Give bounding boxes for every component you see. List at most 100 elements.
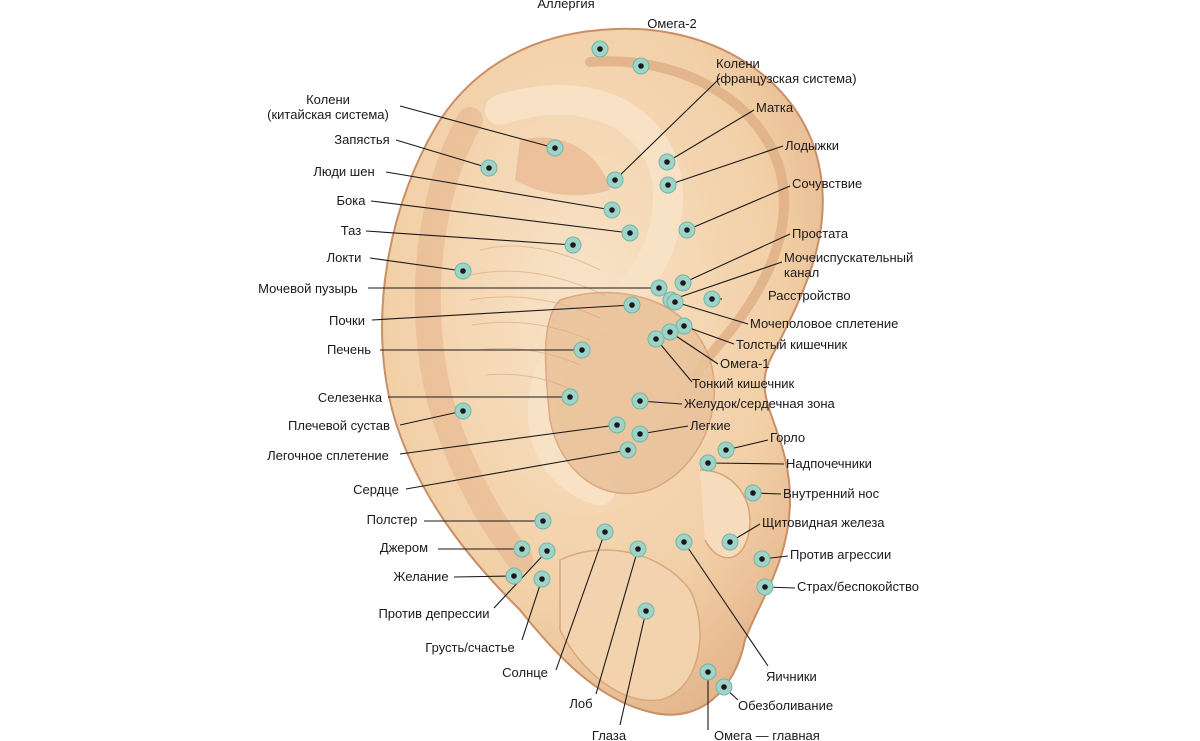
acupoint-core-genito [672,299,678,305]
label-line-knees_fr-1: (французская система) [716,71,857,86]
acupoint-core-knees_cn [552,145,558,151]
acupoint-core-upset [709,296,715,302]
leader-shen_men [385,171,613,211]
leader-ankles [667,145,784,186]
leader-omega1 [669,331,719,365]
leader-pelvis [365,230,574,246]
leader-urethra [670,261,783,301]
label-line-knees_cn-1: (китайская система) [267,107,389,122]
label-kidneys: Почки [329,313,365,328]
acupoint-core-heart [625,447,631,453]
acupoint-core-bladder [656,285,662,291]
label-omega1: Омега-1 [720,356,770,371]
leader-wrists [395,139,490,169]
leader-sun [555,531,606,671]
acupoint-core-anti_depr [544,548,550,554]
acupoint-core-lungs [637,431,643,437]
acupoint-core-uterus [664,159,670,165]
ear-illustration [381,27,824,716]
label-liver: Печень [327,342,371,357]
acupoint-core-prostate [680,280,686,286]
leader-eyes [619,610,647,726]
acupoint-core-polster [540,518,546,524]
label-line-urethra-0: Мочеиспускательный [784,250,913,265]
acupoint-core-kidneys [629,302,635,308]
label-eyes: Глаза [592,728,627,741]
ear-striations [469,245,606,391]
acupoint-core-colon [681,323,687,329]
leader-sides [370,200,631,234]
acupoint-core-analgesia [721,684,727,690]
label-heart: Сердце [353,482,399,497]
label-shoulder: Плечевой сустав [288,418,390,433]
label-analgesia: Обезболивание [738,698,833,713]
acupoint-core-forehead [635,546,641,552]
scapha [414,107,533,573]
label-genito: Мочеполовое сплетение [750,316,898,331]
acupoint-core-small_int [653,336,659,342]
leader-desire [453,575,515,578]
label-sides: Бока [337,193,367,208]
helix-fold [585,56,789,385]
acupoint-core-sad_happy [539,576,545,582]
acupoint-core-eyes [643,608,649,614]
label-wrists: Запястья [334,132,389,147]
leader-sympathy [686,185,791,231]
label-elbows: Локти [327,250,362,265]
label-omega_main: Омега — главная [714,728,820,741]
label-shen_men: Люди шен [313,164,374,179]
acupoint-core-omega2 [638,63,644,69]
leader-shoulder [399,410,464,426]
acupoint-core-sun [602,529,608,535]
leader-uterus [666,109,755,163]
acupoint-core-throat [723,447,729,453]
label-thyroid: Щитовидная железа [762,515,885,530]
leader-knees_fr [614,77,721,181]
leader-adrenals [707,462,785,465]
label-throat: Горло [770,430,805,445]
leader-colon [683,325,735,345]
leader-prostate [682,233,791,284]
label-pelvis: Таз [341,223,361,238]
leader-kidneys [371,304,633,321]
label-sad_happy: Грусть/счастье [425,640,514,655]
label-inner_nose: Внутренний нос [783,486,880,501]
label-line-urethra-1: канал [784,265,819,280]
leader-forehead [595,548,639,695]
acupoint-core-shoulder [460,408,466,414]
label-colon: Толстый кишечник [736,337,848,352]
acupoints [454,40,774,696]
label-stomach: Желудок/сердечная зона [684,396,836,411]
lobe [559,549,701,702]
leader-lines [365,77,796,730]
label-jerome: Джером [380,540,428,555]
leader-ovaries [683,541,769,667]
label-anti_aggr: Против агрессии [790,547,891,562]
acupoint-core-desire [511,573,517,579]
acupoint-core-stomach [637,398,643,404]
label-small_int: Тонкий кишечник [692,376,795,391]
label-ankles: Лодыжки [785,138,839,153]
leader-sad_happy [521,578,543,641]
leader-elbows [369,257,464,272]
label-bladder: Мочевой пузырь [258,281,358,296]
acupoint-core-liver [579,347,585,353]
label-knees_fr: Колени(французская система) [716,56,857,86]
label-forehead: Лоб [569,696,592,711]
acupoint-core-sides [627,230,633,236]
antihelix [485,85,684,505]
label-omega2: Омега-2 [647,16,697,31]
acupoint-core-ankles [665,182,671,188]
leader-lung_plexus [399,424,618,455]
label-anti_depr: Против депрессии [378,606,489,621]
label-ovaries: Яичники [766,669,817,684]
acupoint-core-spleen [567,394,573,400]
label-sun: Солнце [502,665,548,680]
label-uterus: Матка [756,100,794,115]
label-desire: Желание [393,569,448,584]
leader-heart [405,449,629,490]
concha [544,291,716,495]
label-polster: Полстер [367,512,418,527]
acupoint-core-knees_fr [612,177,618,183]
